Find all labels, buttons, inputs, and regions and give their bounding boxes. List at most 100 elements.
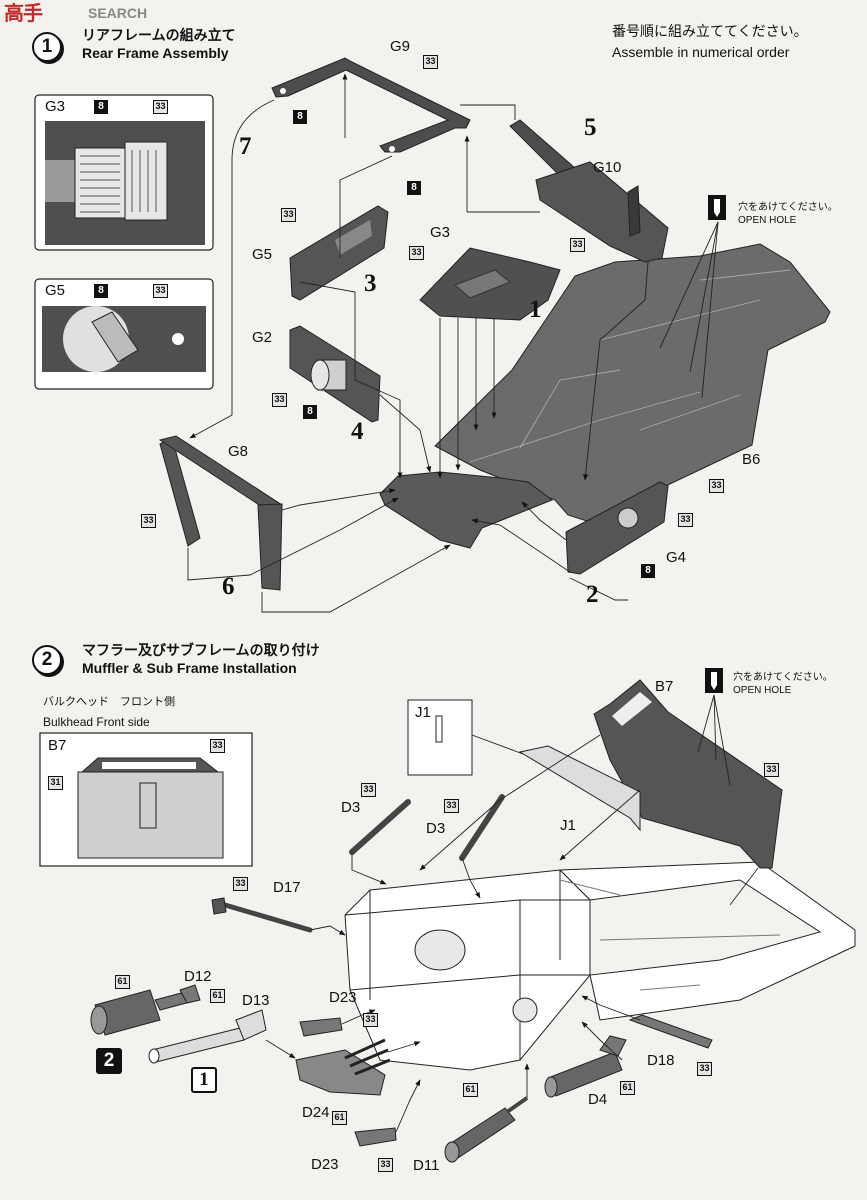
- step1-title-ja: リアフレームの組み立て: [82, 27, 236, 43]
- bulkhead-caption-en: Bulkhead Front side: [43, 715, 150, 729]
- inset-g5-gear-cover: [91, 311, 139, 363]
- part-label-j1: J1: [560, 817, 576, 834]
- part-d3-rod-left: [349, 799, 411, 855]
- variant-marker-2: 2: [96, 1048, 122, 1074]
- color-code: 8: [303, 405, 317, 419]
- order-number: 5: [584, 114, 597, 141]
- step1-note-en: Assemble in numerical order: [612, 44, 790, 60]
- part-label-d4: D4: [588, 1091, 608, 1108]
- guide-open-hole-c: [701, 221, 719, 399]
- guide-d23-upper: [341, 1009, 376, 1025]
- color-code: 8: [293, 110, 307, 124]
- part-d3-rod-right: [459, 794, 505, 861]
- part-label-d23: D23: [329, 989, 357, 1006]
- guide-g4-c: [569, 577, 628, 601]
- d4-bend: [599, 1035, 627, 1057]
- part-label-d13: D13: [242, 992, 270, 1009]
- d4-tip: [544, 1076, 558, 1098]
- part-g10: [535, 161, 669, 263]
- step1-guide-lines: [187, 73, 719, 613]
- inset-g5-hole: [172, 333, 184, 345]
- part-d23-lower: [354, 1127, 397, 1147]
- variant-marker-1: 1: [191, 1067, 217, 1093]
- color-code: 33: [409, 246, 424, 260]
- guide-g4-a: [521, 501, 567, 541]
- g3-plate-detail: [454, 269, 511, 299]
- inset-j1-part-label: J1: [415, 704, 431, 721]
- d4-body: [547, 1051, 623, 1097]
- color-code: 33: [697, 1062, 712, 1076]
- guide-g4-b: [471, 518, 571, 573]
- watermark-logo-chars: 高手: [4, 3, 43, 25]
- part-d4-muffler: [544, 1035, 627, 1098]
- color-code: 33: [378, 1158, 393, 1172]
- d12-elbow: [179, 984, 201, 1004]
- color-code: 33: [281, 208, 296, 222]
- inset-j1-glyph: [435, 715, 443, 743]
- guide-g8-top: [281, 488, 396, 511]
- inset-g3-color-code: 8: [94, 100, 108, 114]
- g5-panel-cutout: [335, 220, 372, 255]
- part-g9: [271, 57, 471, 153]
- d11-nozzle: [505, 1096, 529, 1114]
- inset-b7: [39, 732, 253, 867]
- step1-title-en: Rear Frame Assembly: [82, 45, 229, 61]
- color-code: 33: [423, 55, 438, 69]
- order-number: 1: [529, 296, 542, 323]
- part-label-b7: B7: [655, 678, 674, 695]
- open-hole-note-ja: 穴をあけてください。: [733, 672, 833, 683]
- part-b6-floor: [434, 243, 831, 523]
- guide-d24: [387, 1041, 421, 1053]
- inset-g5: [34, 278, 214, 390]
- guide-b7-b: [559, 789, 641, 861]
- d24-pipes: [344, 1038, 391, 1076]
- inset-j1-frame: [407, 699, 473, 776]
- guide-d17: [309, 925, 346, 936]
- color-code: 33: [272, 393, 287, 407]
- part-label-d12: D12: [184, 968, 212, 985]
- lower-frame-shape: [379, 471, 554, 549]
- color-code: 8: [641, 564, 655, 578]
- color-code: 61: [210, 989, 225, 1003]
- guide-open-hole-a: [697, 694, 715, 753]
- guide-g9-to-g5: [339, 155, 393, 258]
- d13-body: [151, 1027, 245, 1063]
- guide-d18: [581, 995, 641, 1021]
- inset-g5-part-label: G5: [45, 282, 66, 299]
- b6-floor-ribs: [469, 269, 791, 463]
- chassis-detail-lines: [559, 879, 781, 991]
- step2-title-en: Muffler & Sub Frame Installation: [82, 660, 297, 676]
- part-label-d11: D11: [413, 1157, 440, 1174]
- watermark-brand: SEARCH: [88, 5, 148, 21]
- part-g8: [158, 435, 283, 591]
- inset-b7-window: [102, 762, 196, 769]
- inset-g5-color-code: 8: [94, 284, 108, 298]
- part-label-g5: G5: [252, 246, 273, 263]
- guide-d13: [265, 1039, 296, 1059]
- guide-open-hole-b: [713, 694, 717, 761]
- part-g3-plate: [419, 247, 561, 321]
- open-hole-note-en: OPEN HOLE: [738, 215, 797, 226]
- guide-g8-left: [187, 497, 399, 581]
- color-code: 33: [764, 763, 779, 777]
- part-label-g2: G2: [252, 329, 273, 346]
- d17-tab: [211, 897, 227, 915]
- guide-d3-left: [351, 852, 387, 885]
- g9-hole-right: [389, 146, 395, 152]
- part-d13-pipe: [148, 1009, 267, 1064]
- part-label-g3: G3: [430, 224, 451, 241]
- color-code: 33: [233, 877, 248, 891]
- guide-g5-to-frame: [299, 281, 403, 479]
- inset-g3-left-panel: [74, 147, 126, 219]
- guide-d4: [581, 1021, 623, 1061]
- d12-tip: [90, 1005, 108, 1035]
- inset-g3-side-block: [45, 160, 75, 202]
- color-code: 33: [570, 238, 585, 252]
- guide-open-hole-c: [713, 694, 731, 786]
- cradle-members: [344, 870, 590, 1060]
- color-code: 8: [407, 181, 421, 195]
- step2-title-ja: マフラー及びサブフレームの取り付け: [82, 642, 320, 658]
- g8-right-leg: [257, 503, 283, 591]
